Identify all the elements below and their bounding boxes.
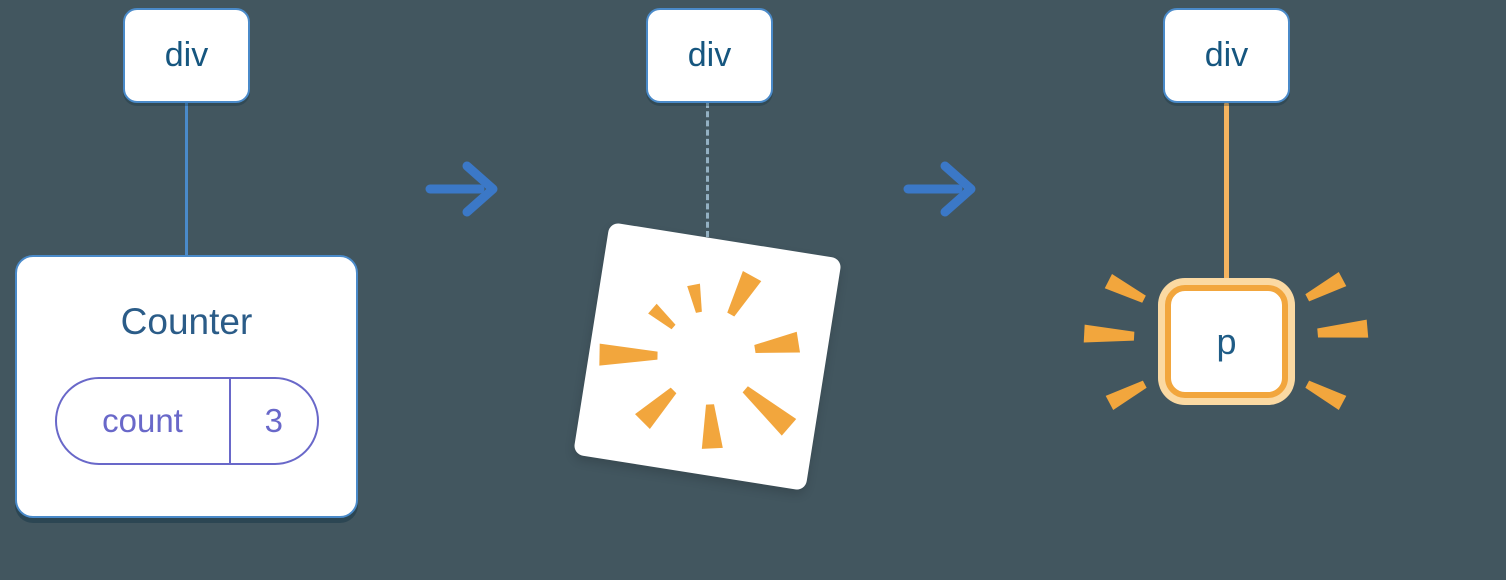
destroyed-component-card: [573, 222, 842, 491]
connector-div-to-p: [1224, 102, 1229, 287]
p-node-label: p: [1216, 320, 1237, 362]
p-node-new: p: [1165, 285, 1288, 398]
connector-div-to-counter: [185, 102, 188, 256]
arrow-right-icon: [903, 161, 976, 217]
poof-burst-icon: [599, 270, 801, 449]
state-value-label: 3: [264, 402, 283, 439]
div-node-after: div: [1163, 8, 1290, 103]
counter-component-card: Counter count 3: [15, 255, 358, 518]
div-node-during: div: [646, 8, 773, 103]
sparkle-burst-icon: [1083, 271, 1369, 411]
div-node-label: div: [687, 36, 732, 74]
div-node-label: div: [1204, 36, 1249, 74]
arrow-right-icon: [425, 161, 498, 217]
state-pill: count 3: [54, 377, 319, 465]
counter-component-title: Counter: [120, 301, 253, 342]
div-node-label: div: [164, 36, 209, 74]
div-node-before: div: [123, 8, 250, 103]
connector-dashed-removed-child: [706, 102, 709, 237]
state-pill-divider: [228, 379, 231, 463]
state-key-label: count: [102, 402, 183, 439]
